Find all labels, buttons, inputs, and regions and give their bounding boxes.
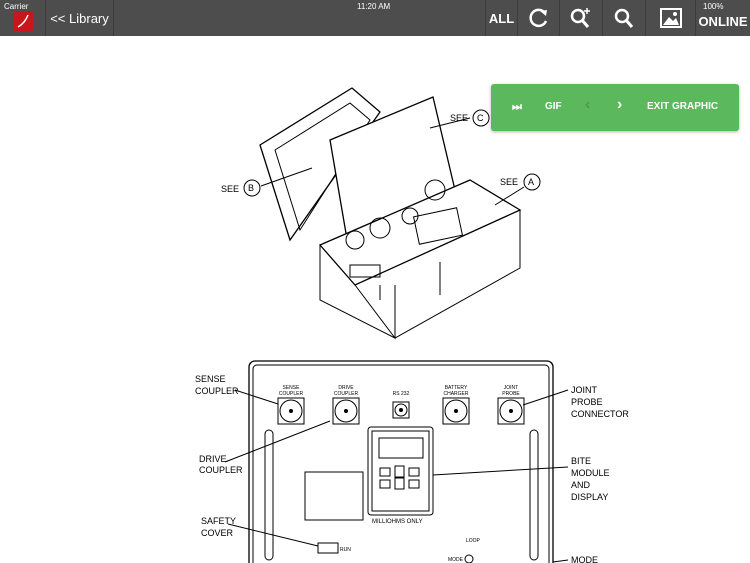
svg-text:BATTERY: BATTERY <box>445 385 468 391</box>
svg-text:PROBE: PROBE <box>571 397 603 407</box>
svg-text:AND: AND <box>571 480 591 490</box>
graphic-controls-panel: ⏭ GIF ‹ › EXIT GRAPHIC <box>491 84 739 131</box>
callout-see-b: SEE <box>221 184 239 194</box>
library-back-button[interactable]: << Library <box>46 0 114 36</box>
technical-drawing: SEE C SEE B SEE A SENSE COUPLER DRIVE <box>195 87 629 563</box>
connector-rs232: RS 232 <box>392 391 410 419</box>
svg-text:SENSE: SENSE <box>195 374 226 384</box>
connector-drive-coupler: DRIVE COUPLER <box>332 385 360 425</box>
refresh-button[interactable] <box>518 0 560 36</box>
gif-button[interactable]: GIF <box>545 101 562 112</box>
time-label: 11:20 AM <box>357 2 391 11</box>
connector-sense-coupler: SENSE COUPLER <box>277 385 305 425</box>
svg-text:MODE: MODE <box>448 557 464 563</box>
svg-text:PROBE: PROBE <box>502 391 520 397</box>
connectors: SENSE COUPLER DRIVE COUPLER RS 232 BATTE… <box>277 385 525 425</box>
svg-text:DISPLAY: DISPLAY <box>571 492 608 502</box>
zoom-in-icon <box>570 8 590 28</box>
connector-joint-probe: JOINT PROBE <box>497 385 525 425</box>
front-panel <box>248 360 554 563</box>
next-button[interactable]: › <box>617 96 623 113</box>
app-logo-button[interactable] <box>0 0 46 36</box>
online-status-button[interactable]: ONLINE <box>696 0 750 36</box>
svg-text:COUPLER: COUPLER <box>334 391 359 397</box>
skip-to-end-button[interactable]: ⏭ <box>512 101 522 113</box>
left-labels: SENSE COUPLER DRIVE COUPLER SAFETY COVER <box>195 374 243 538</box>
image-icon <box>659 8 682 28</box>
svg-text:MODE: MODE <box>571 555 598 563</box>
search-button[interactable] <box>603 0 646 36</box>
all-label: ALL <box>488 10 515 26</box>
battery-label: 100% <box>703 2 724 11</box>
leader-lines <box>224 389 569 563</box>
image-button[interactable] <box>646 0 696 36</box>
svg-text:BITE: BITE <box>571 456 591 466</box>
right-labels: JOINT PROBE CONNECTOR BITE MODULE AND DI… <box>571 385 629 563</box>
callout-a: A <box>528 177 534 187</box>
callout-see-a: SEE <box>500 177 518 187</box>
svg-text:COUPLER: COUPLER <box>279 391 304 397</box>
svg-text:MILLIOHMS ONLY: MILLIOHMS ONLY <box>372 519 423 525</box>
library-back-label: << Library <box>50 10 109 26</box>
all-button[interactable]: ALL <box>485 0 518 36</box>
panel-text: MILLIOHMS ONLY LOOP RUN MODE <box>340 519 481 563</box>
callouts: SEE C SEE B SEE A <box>221 109 541 206</box>
callout-b: B <box>248 183 254 193</box>
case-illustration <box>259 87 522 340</box>
refresh-icon <box>528 8 547 28</box>
callout-see-c: SEE <box>450 113 468 123</box>
search-icon <box>614 8 634 28</box>
svg-text:COUPLER: COUPLER <box>199 465 243 475</box>
svg-text:JOINT: JOINT <box>571 385 598 395</box>
svg-text:RUN: RUN <box>340 547 351 553</box>
callout-c: C <box>477 113 484 123</box>
svg-text:MODULE: MODULE <box>571 468 610 478</box>
svg-text:SAFETY: SAFETY <box>201 516 236 526</box>
connector-battery-charger: BATTERY CHARGER <box>442 385 470 425</box>
online-label: ONLINE <box>698 13 748 29</box>
svg-text:COVER: COVER <box>201 528 234 538</box>
svg-text:SENSE: SENSE <box>283 385 301 391</box>
svg-text:DRIVE: DRIVE <box>199 454 227 464</box>
svg-text:RS 232: RS 232 <box>393 391 410 397</box>
top-toolbar: Carrier 11:20 AM 100% << Library ALL ONL… <box>0 0 750 36</box>
svg-text:CHARGER: CHARGER <box>443 391 468 397</box>
exit-graphic-button[interactable]: EXIT GRAPHIC <box>647 101 719 112</box>
zoom-in-button[interactable] <box>560 0 603 36</box>
carrier-label: Carrier <box>4 2 29 11</box>
svg-text:LOOP: LOOP <box>466 538 481 544</box>
svg-text:DRIVE: DRIVE <box>338 385 354 391</box>
svg-text:COUPLER: COUPLER <box>195 386 239 396</box>
previous-button[interactable]: ‹ <box>585 96 591 113</box>
svg-text:CONNECTOR: CONNECTOR <box>571 409 629 419</box>
svg-text:JOINT: JOINT <box>504 385 518 391</box>
app-logo <box>12 11 33 31</box>
